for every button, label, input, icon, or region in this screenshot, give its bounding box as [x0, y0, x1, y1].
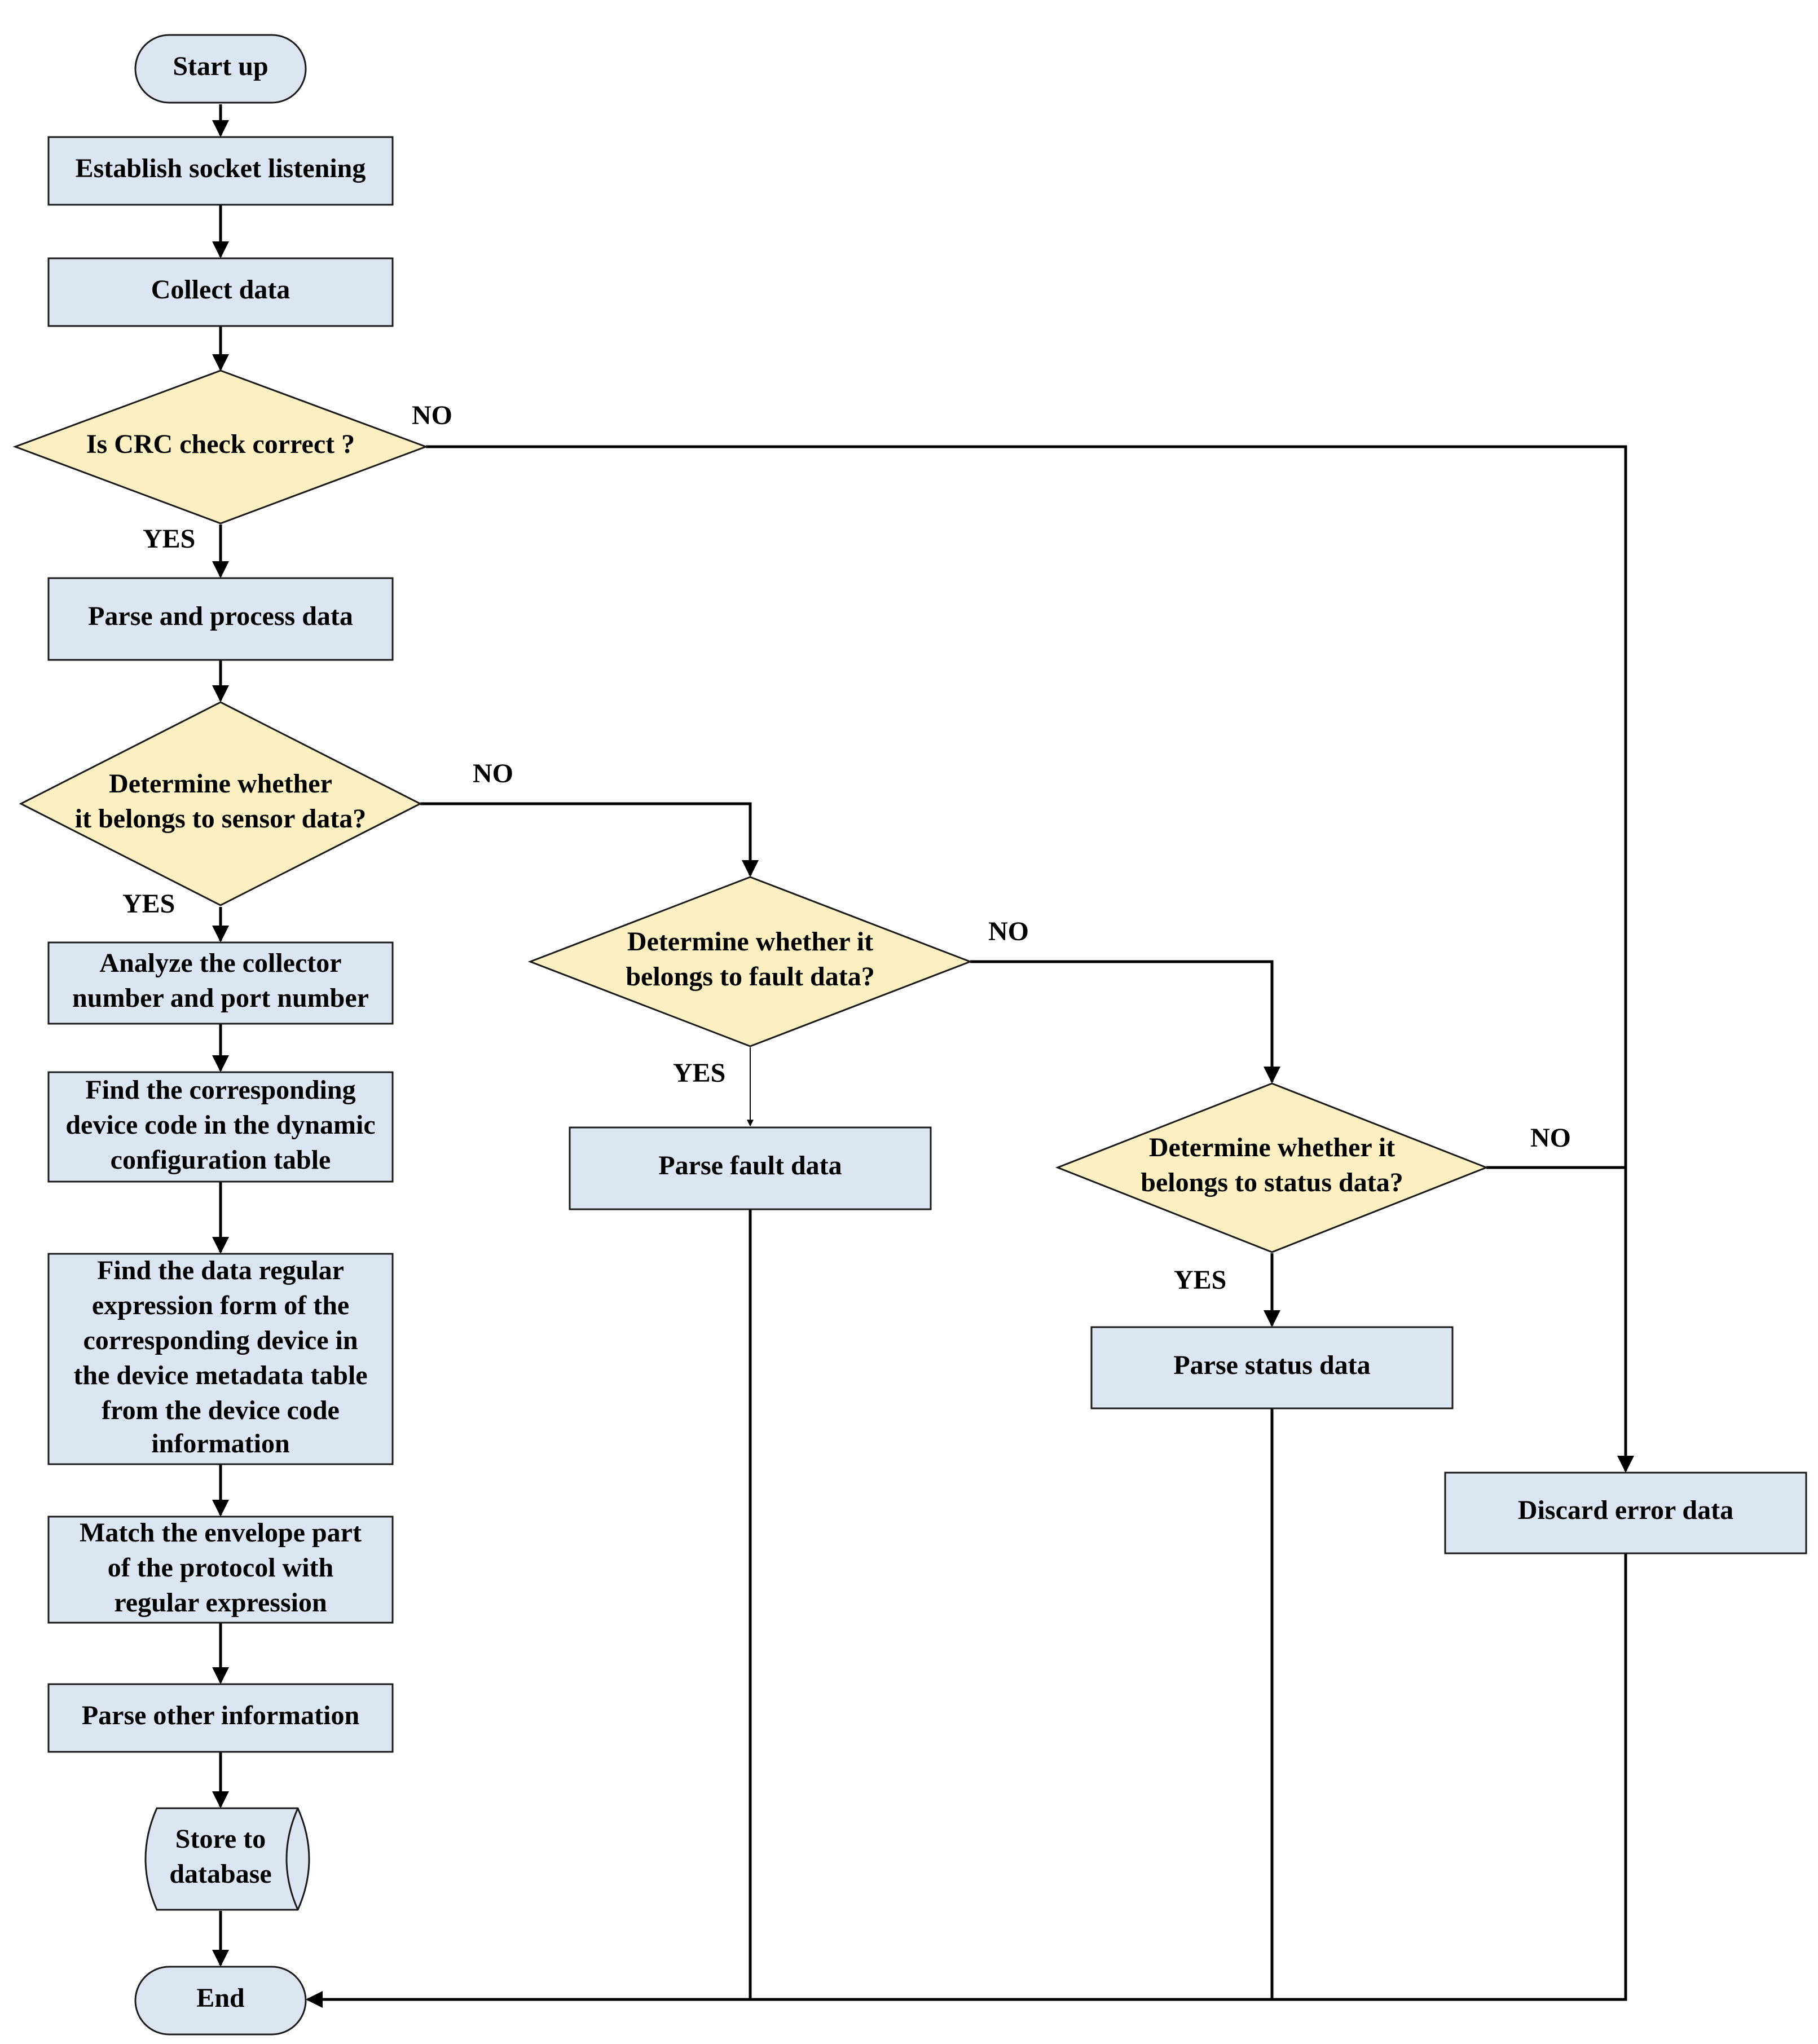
node-store-database: Store to database [144, 1807, 310, 1911]
node-find-regex-label-3: corresponding device in [83, 1325, 358, 1355]
label-status-no: NO [1530, 1123, 1571, 1153]
node-store-label-2: database [169, 1859, 271, 1889]
label-fault-no: NO [988, 917, 1029, 946]
edges [212, 104, 1634, 2008]
node-find-regex-label-5: from the device code [102, 1395, 340, 1425]
node-collect: Collect data [47, 257, 394, 327]
node-find-code-label-2: device code in the dynamic [65, 1110, 375, 1140]
node-parse-status-label: Parse status data [1173, 1350, 1370, 1380]
node-start-label: Start up [173, 51, 268, 81]
node-analyze-label-1: Analyze the collector [99, 948, 341, 978]
node-find-code: Find the corresponding device code in th… [47, 1071, 394, 1183]
node-match-label-2: of the protocol with [108, 1553, 333, 1583]
node-find-regex: Find the data regular expression form of… [47, 1253, 394, 1465]
node-match-label-3: regular expression [114, 1588, 327, 1618]
node-parse-label: Parse and process data [88, 601, 353, 631]
node-fault-q-label-2: belongs to fault data? [626, 962, 874, 992]
branch-labels: NO YES NO YES NO YES NO YES [122, 400, 1571, 1295]
node-socket-label: Establish socket listening [76, 153, 366, 183]
label-crc-yes: YES [143, 524, 195, 554]
node-parse-status: Parse status data [1090, 1326, 1454, 1409]
node-discard: Discard error data [1444, 1472, 1807, 1554]
node-sensor-decision: Determine whether it belongs to sensor d… [19, 701, 422, 906]
node-analyze-label-2: number and port number [72, 983, 369, 1013]
node-match: Match the envelope part of the protocol … [47, 1516, 394, 1624]
node-sensor-label-2: it belongs to sensor data? [75, 804, 367, 834]
label-sensor-yes: YES [122, 889, 175, 919]
node-find-regex-label-1: Find the data regular [97, 1256, 344, 1285]
edge-fault-q-no-status-q [970, 960, 1280, 1083]
node-sensor-label-1: Determine whether [109, 769, 332, 799]
node-analyze: Analyze the collector number and port nu… [47, 941, 394, 1025]
node-parse-fault: Parse fault data [569, 1126, 932, 1210]
node-discard-label: Discard error data [1518, 1495, 1733, 1525]
node-find-code-label-3: configuration table [111, 1145, 331, 1175]
node-fault-q-label-1: Determine whether it [627, 927, 873, 957]
node-find-regex-label-2: expression form of the [92, 1290, 349, 1320]
node-parse: Parse and process data [47, 577, 394, 661]
node-start: Start up [134, 34, 307, 104]
edge-discard-end [306, 1553, 1627, 2008]
node-parse-fault-label: Parse fault data [658, 1151, 842, 1180]
node-status-q-label-1: Determine whether it [1149, 1133, 1395, 1162]
label-fault-yes: YES [673, 1058, 725, 1088]
node-find-regex-label-4: the device metadata table [73, 1360, 367, 1390]
node-parse-other: Parse other information [47, 1683, 394, 1753]
edge-sensor-no-fault [420, 802, 759, 877]
label-status-yes: YES [1174, 1265, 1226, 1295]
node-end-label: End [196, 1983, 245, 2013]
node-match-label-1: Match the envelope part [80, 1518, 362, 1548]
label-crc-no: NO [412, 400, 452, 430]
label-sensor-no: NO [473, 759, 513, 788]
node-find-code-label-1: Find the corresponding [85, 1075, 355, 1105]
node-status-decision: Determine whether it belongs to status d… [1055, 1082, 1489, 1253]
node-find-regex-label-6: information [151, 1429, 289, 1459]
node-status-q-label-2: belongs to status data? [1141, 1168, 1403, 1197]
node-store-label-1: Store to [175, 1824, 266, 1854]
node-crc-label: Is CRC check correct ? [86, 429, 355, 459]
node-collect-label: Collect data [151, 275, 290, 305]
node-parse-other-label: Parse other information [82, 1701, 359, 1730]
node-socket: Establish socket listening [47, 136, 394, 206]
node-fault-decision: Determine whether it belongs to fault da… [527, 876, 973, 1047]
node-crc-decision: Is CRC check correct ? [12, 369, 429, 525]
edge-crc-no-discard [426, 445, 1634, 1473]
node-end: End [134, 1966, 307, 2036]
